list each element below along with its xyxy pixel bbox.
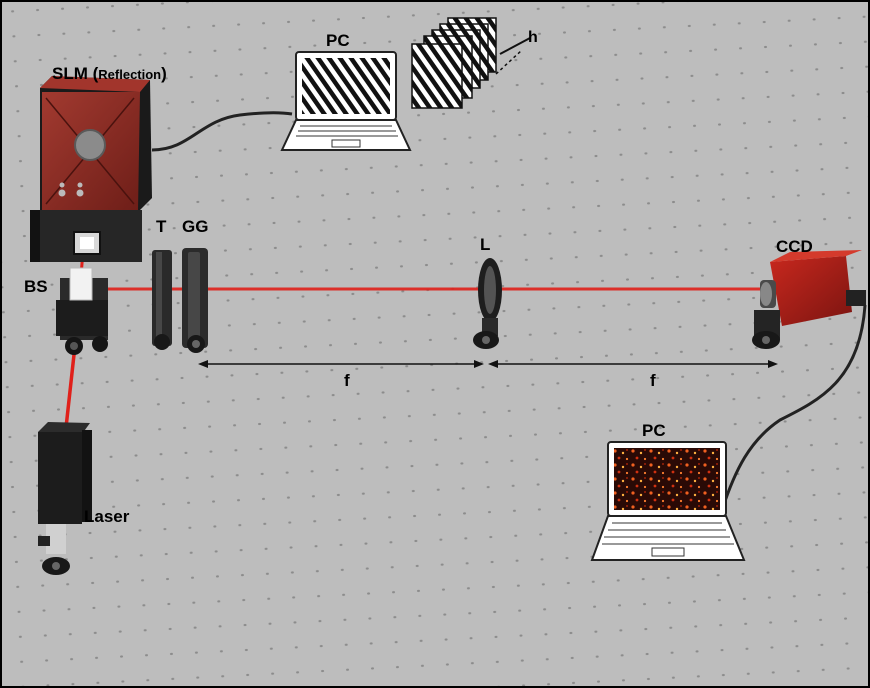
f-left-label: f: [344, 371, 350, 390]
slm-device-icon: [30, 76, 152, 262]
pc-top-label: PC: [326, 31, 350, 50]
ccd-label: CCD: [776, 237, 813, 256]
ground-glass-mount-icon: [182, 248, 208, 353]
h-label: h: [528, 29, 538, 46]
slm-label: SLM (Reflection): [52, 64, 167, 83]
gg-label: GG: [182, 217, 208, 236]
laptop-icon: [282, 52, 410, 150]
f-right-label: f: [650, 371, 656, 390]
t-label: T: [156, 217, 167, 236]
pc-bottom-label: PC: [642, 421, 666, 440]
laptop-icon: [592, 442, 744, 560]
laser-label: Laser: [84, 507, 130, 526]
l-label: L: [480, 235, 490, 254]
speckle-pattern-icon: [614, 448, 720, 510]
bs-label: BS: [24, 277, 48, 296]
tilt-mount-icon: [152, 250, 172, 350]
